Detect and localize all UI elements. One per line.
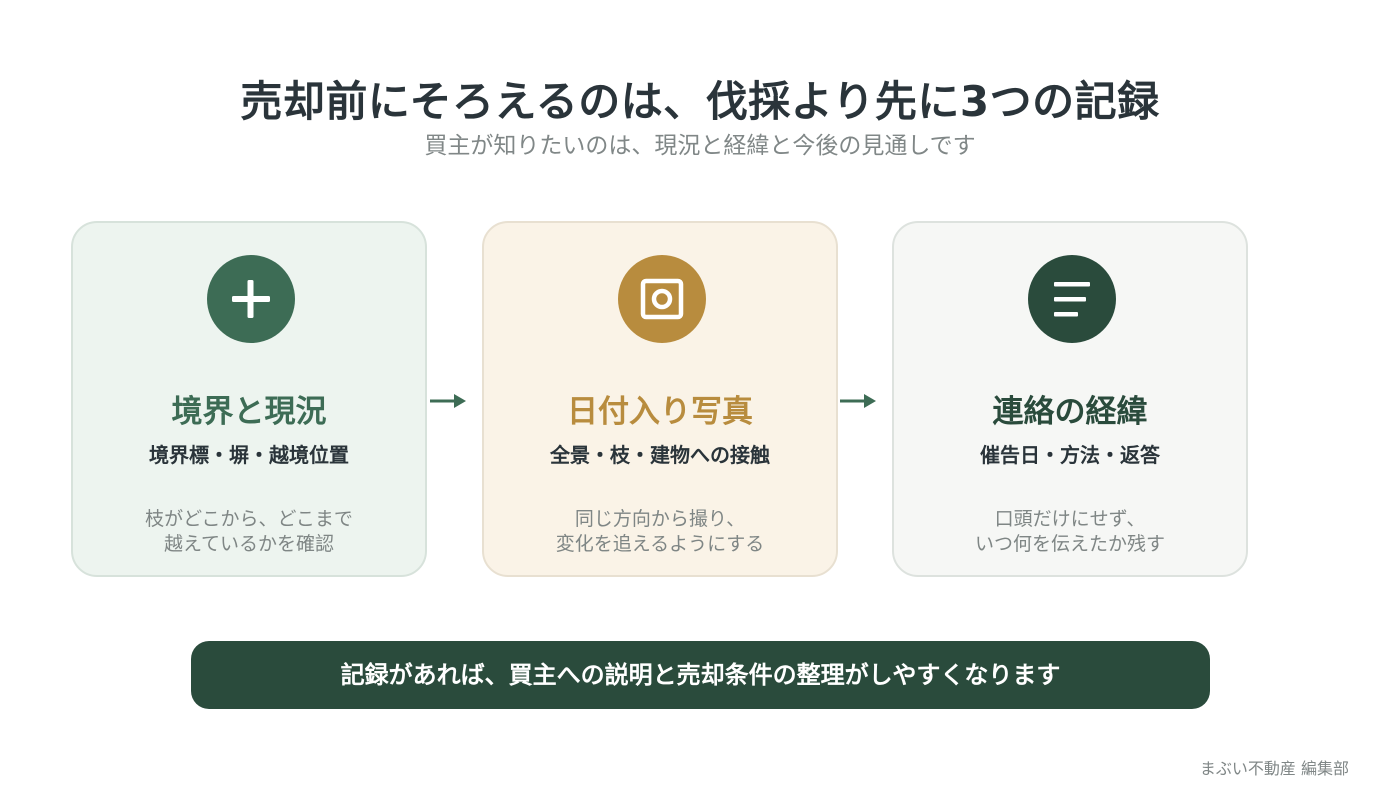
card-subtitle: 全景・枝・建物への接触 [550, 443, 770, 467]
card-title: 日付入り写真 [567, 394, 753, 430]
arrow-right-icon [840, 393, 878, 409]
footer-credit: まぶい不動産 編集部 [1199, 759, 1349, 778]
card-description: 同じ方向から撮り、 変化を追えるようにする [484, 507, 836, 557]
page-title: 売却前にそろえるのは、伐採より先に3つの記録 [240, 77, 1160, 126]
card-description-line: 越えているかを確認 [163, 533, 335, 555]
card-title: 境界と現況 [171, 394, 327, 430]
card-subtitle: 催告日・方法・返答 [980, 443, 1160, 467]
card-description-line: いつ何を伝えたか残す [974, 533, 1165, 555]
card-title: 連絡の経緯 [992, 394, 1148, 430]
card-description: 口頭だけにせず、 いつ何を伝えたか残す [894, 507, 1246, 557]
card-description-line: 変化を追えるようにする [555, 533, 765, 555]
card-description-line: 同じ方向から撮り、 [574, 508, 746, 530]
list-icon [1028, 255, 1116, 343]
card-description: 枝がどこから、どこまで 越えているかを確認 [73, 507, 425, 557]
card-subtitle: 境界標・塀・越境位置 [149, 443, 349, 467]
card-boundary: 境界と現況 境界標・塀・越境位置 枝がどこから、どこまで 越えているかを確認 [71, 221, 427, 577]
arrow-right-icon [430, 393, 468, 409]
plus-icon [207, 255, 295, 343]
card-description-line: 口頭だけにせず、 [994, 508, 1146, 530]
card-description-line: 枝がどこから、どこまで [145, 508, 353, 530]
card-contact-history: 連絡の経緯 催告日・方法・返答 口頭だけにせず、 いつ何を伝えたか残す [892, 221, 1248, 577]
camera-icon [618, 255, 706, 343]
summary-banner: 記録があれば、買主への説明と売却条件の整理がしやすくなります [191, 641, 1210, 709]
page-subtitle: 買主が知りたいのは、現況と経緯と今後の見通しです [424, 133, 976, 159]
card-photos: 日付入り写真 全景・枝・建物への接触 同じ方向から撮り、 変化を追えるようにする [482, 221, 838, 577]
